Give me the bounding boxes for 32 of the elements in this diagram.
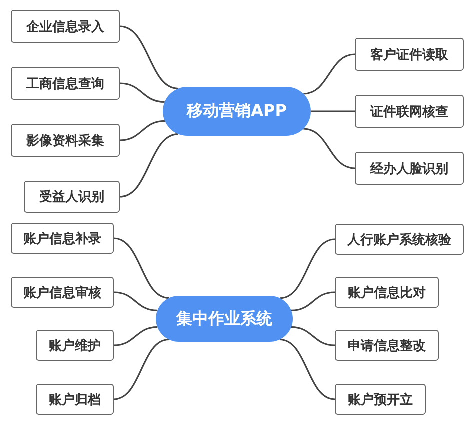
branch-topic: 客户证件读取 bbox=[355, 38, 464, 71]
branch-topic: 工商信息查询 bbox=[11, 67, 120, 100]
branch-topic: 企业信息录入 bbox=[11, 10, 120, 43]
branch-topic: 人行账户系统核验 bbox=[335, 224, 464, 255]
branch-topic: 证件联网核查 bbox=[355, 95, 464, 128]
branch-line bbox=[304, 54, 356, 95]
branch-line bbox=[311, 110, 355, 112]
branch-line bbox=[114, 338, 170, 400]
branch-line bbox=[120, 26, 178, 90]
branch-topic: 影像资料采集 bbox=[11, 124, 120, 157]
branch-line bbox=[120, 120, 166, 142]
branch-topic: 账户维护 bbox=[36, 330, 114, 361]
branch-topic: 经办人脸识别 bbox=[355, 152, 464, 185]
branch-topic: 账户信息比对 bbox=[335, 277, 439, 308]
branch-line bbox=[280, 338, 336, 400]
central-topic: 移动营销APP bbox=[163, 87, 311, 136]
branch-topic: 账户信息补录 bbox=[11, 223, 114, 254]
branch-topic: 账户信息审核 bbox=[11, 277, 114, 308]
branch-topic: 账户预开立 bbox=[335, 384, 426, 415]
central-topic: 集中作业系统 bbox=[156, 296, 293, 342]
branch-line bbox=[291, 326, 336, 346]
branch-line bbox=[114, 238, 170, 300]
branch-topic: 账户归档 bbox=[36, 384, 114, 415]
branch-topic: 申请信息整改 bbox=[335, 330, 439, 361]
branch-line bbox=[280, 238, 336, 300]
branch-line bbox=[291, 292, 336, 312]
branch-line bbox=[120, 134, 179, 198]
branch-line bbox=[120, 82, 165, 103]
branch-line bbox=[304, 128, 356, 170]
branch-line bbox=[114, 292, 158, 312]
branch-topic: 受益人识别 bbox=[24, 181, 120, 213]
branch-line bbox=[114, 326, 158, 346]
